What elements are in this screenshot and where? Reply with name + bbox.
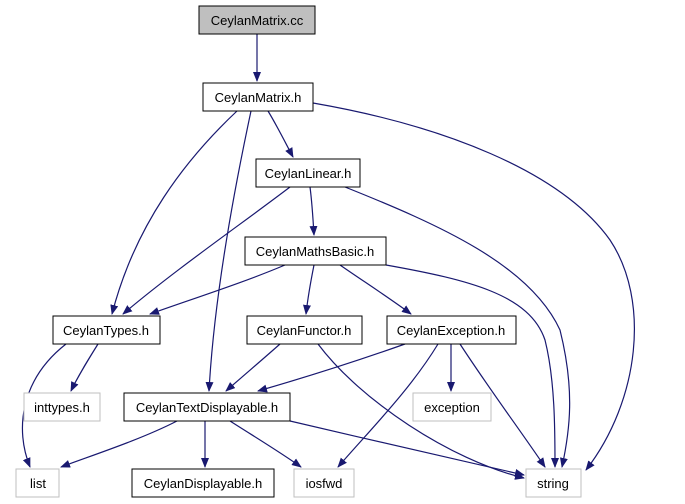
node-ceylanfunctor-h[interactable]: CeylanFunctor.h — [246, 315, 363, 345]
node-box — [412, 392, 492, 422]
node-box — [244, 236, 387, 266]
node-label: exception — [424, 400, 480, 415]
node-label: CeylanMatrix.cc — [211, 13, 304, 28]
node-label: CeylanException.h — [397, 323, 505, 338]
edge-ceylanmatrix-h-to-ceylantextdisplayable-h — [205, 110, 252, 392]
edge-ceylanmatrix-h-to-ceylantypes-h — [110, 110, 238, 315]
node-ceylanmatrix-h[interactable]: CeylanMatrix.h — [202, 82, 314, 112]
node-box — [52, 315, 161, 345]
node-box — [293, 468, 355, 498]
edge-ceylantextdisplayable-h-to-list — [60, 420, 178, 468]
node-box — [255, 158, 361, 188]
node-label: list — [30, 476, 46, 491]
node-ceylantypes-h[interactable]: CeylanTypes.h — [52, 315, 161, 345]
node-label: CeylanTextDisplayable.h — [136, 400, 278, 415]
edge-ceylanmatrix-h-to-ceylanlinear-h — [267, 110, 294, 158]
edge-ceylanmathsbasic-h-to-ceylanfunctor-h — [303, 264, 315, 315]
node-label: CeylanMatrix.h — [215, 90, 302, 105]
node-exception[interactable]: exception — [412, 392, 492, 422]
node-label: CeylanFunctor.h — [257, 323, 352, 338]
node-box — [15, 468, 60, 498]
node-label: CeylanLinear.h — [265, 166, 352, 181]
node-ceylanlinear-h[interactable]: CeylanLinear.h — [255, 158, 361, 188]
node-list[interactable]: list — [15, 468, 60, 498]
edge-ceylanexception-h-to-ceylantextdisplayable-h — [257, 343, 406, 393]
edge-ceylanmathsbasic-h-to-ceylantypes-h — [149, 264, 286, 315]
node-label: inttypes.h — [34, 400, 90, 415]
node-label: string — [537, 476, 569, 491]
edge-ceylanmatrix-h-to-string — [312, 102, 635, 471]
node-box — [123, 392, 291, 422]
node-ceylantextdisplayable-h[interactable]: CeylanTextDisplayable.h — [123, 392, 291, 422]
edge-ceylantypes-h-to-inttypes-h — [70, 343, 99, 392]
node-ceylanmathsbasic-h[interactable]: CeylanMathsBasic.h — [244, 236, 387, 266]
edge-ceylanlinear-h-to-string — [344, 186, 571, 468]
node-box — [525, 468, 582, 498]
node-box — [246, 315, 363, 345]
edge-ceylanlinear-h-to-ceylantypes-h — [122, 186, 291, 315]
edge-ceylantextdisplayable-h-to-string — [289, 420, 525, 477]
edge-ceylanmathsbasic-h-to-string — [385, 264, 559, 468]
node-box — [202, 82, 314, 112]
node-box — [23, 392, 101, 422]
edge-ceylanmathsbasic-h-to-ceylanexception-h — [339, 264, 412, 315]
node-ceylanexception-h[interactable]: CeylanException.h — [386, 315, 517, 345]
node-inttypes-h[interactable]: inttypes.h — [23, 392, 101, 422]
node-label: CeylanMathsBasic.h — [256, 244, 375, 259]
node-ceylanmatrix-cc[interactable]: CeylanMatrix.cc — [198, 5, 316, 35]
edge-ceylanexception-h-to-iosfwd — [337, 343, 439, 468]
node-string[interactable]: string — [525, 468, 582, 498]
edge-ceylanfunctor-h-to-string — [317, 343, 525, 480]
node-label: iosfwd — [306, 476, 343, 491]
node-box — [198, 5, 316, 35]
node-ceylandisplayable-h[interactable]: CeylanDisplayable.h — [131, 468, 275, 498]
node-box — [386, 315, 517, 345]
edge-ceylanfunctor-h-to-ceylantextdisplayable-h — [225, 343, 281, 392]
edge-ceylanlinear-h-to-ceylanmathsbasic-h — [309, 186, 318, 236]
edge-ceylantextdisplayable-h-to-iosfwd — [229, 420, 302, 468]
node-box — [131, 468, 275, 498]
node-label: CeylanTypes.h — [63, 323, 149, 338]
node-label: CeylanDisplayable.h — [144, 476, 263, 491]
node-iosfwd[interactable]: iosfwd — [293, 468, 355, 498]
edge-ceylanexception-h-to-string — [459, 343, 546, 468]
